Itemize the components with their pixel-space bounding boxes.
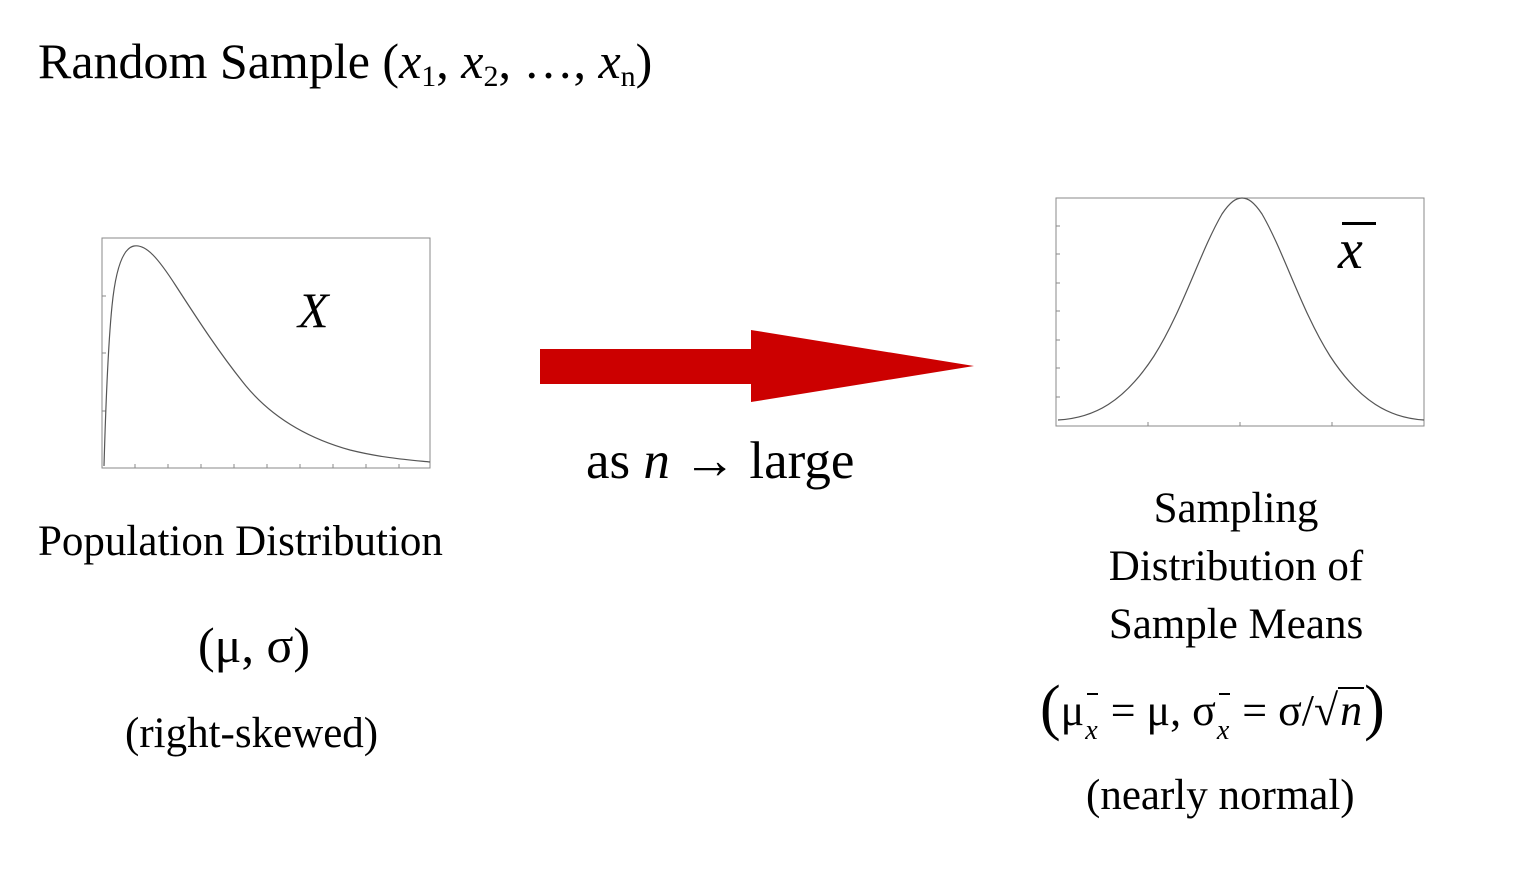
transition-arrow xyxy=(540,330,974,404)
sampling-label-line-3: Sample Means xyxy=(1108,601,1364,648)
title-sub1: 1 xyxy=(421,60,437,93)
population-variable-label: X xyxy=(298,282,329,338)
formula-sigma: σ xyxy=(1192,686,1216,735)
sampling-label-line-1: Sampling xyxy=(1153,485,1319,532)
formula-eq2: = σ/ xyxy=(1231,686,1315,735)
xbar-overline xyxy=(1342,222,1376,225)
formula-close-paren: ) xyxy=(1364,674,1385,742)
population-label: Population Distribution xyxy=(38,518,443,565)
sampling-plot-svg xyxy=(1055,197,1425,427)
title-xn: x xyxy=(598,33,621,89)
transition-as: as xyxy=(586,432,644,490)
population-plot-svg xyxy=(101,237,431,469)
sampling-plot xyxy=(1054,196,1426,430)
sampling-y-ticks xyxy=(1056,225,1060,398)
formula-mu-subscript: x xyxy=(1085,691,1099,771)
title-x1: x xyxy=(399,33,422,89)
population-plot xyxy=(100,236,432,472)
red-arrow-shape xyxy=(540,330,974,402)
formula-sigma-subscript: x xyxy=(1217,691,1231,771)
sampling-label: Sampling Distribution of Sample Means xyxy=(1060,480,1412,654)
population-plot-frame xyxy=(101,237,431,469)
title-subn: n xyxy=(620,60,636,93)
skewed-density-curve xyxy=(103,245,431,467)
title-x2: x xyxy=(461,33,484,89)
transition-rest: → large xyxy=(669,432,855,490)
title-suffix: ) xyxy=(635,33,653,89)
sampling-x-ticks xyxy=(1147,422,1333,426)
population-y-ticks xyxy=(102,295,106,412)
title-sep2: , …, xyxy=(498,33,599,89)
formula-sqrt: n xyxy=(1338,686,1365,735)
formula-open-paren: ( xyxy=(1040,674,1061,742)
population-shape: (right-skewed) xyxy=(125,710,379,757)
formula-eq1: = μ, xyxy=(1099,686,1193,735)
sampling-plot-frame xyxy=(1055,197,1425,427)
sampling-formula: (μx = μ, σx = σ/√n) xyxy=(1040,668,1385,771)
formula-mu: μ xyxy=(1060,686,1085,735)
population-params: (μ, σ) xyxy=(198,617,311,673)
transition-label: as n → large xyxy=(586,428,854,494)
transition-arrow-svg xyxy=(540,330,974,402)
formula-radical: √ xyxy=(1314,686,1339,735)
sampling-shape: (nearly normal) xyxy=(1086,772,1355,819)
page-title: Random Sample (x1, x2, …, xn) xyxy=(38,26,652,96)
xbar-letter: x xyxy=(1338,219,1363,281)
title-sep1: , xyxy=(436,33,462,89)
title-prefix: Random Sample ( xyxy=(38,33,400,89)
title-sub2: 2 xyxy=(483,60,499,93)
transition-n: n xyxy=(643,432,670,490)
normal-density-curve xyxy=(1057,197,1425,421)
formula-n: n xyxy=(1340,686,1363,735)
sampling-variable-label: x xyxy=(1338,218,1376,282)
sampling-label-line-2: Distribution of xyxy=(1108,543,1364,590)
population-x-ticks xyxy=(134,464,400,468)
